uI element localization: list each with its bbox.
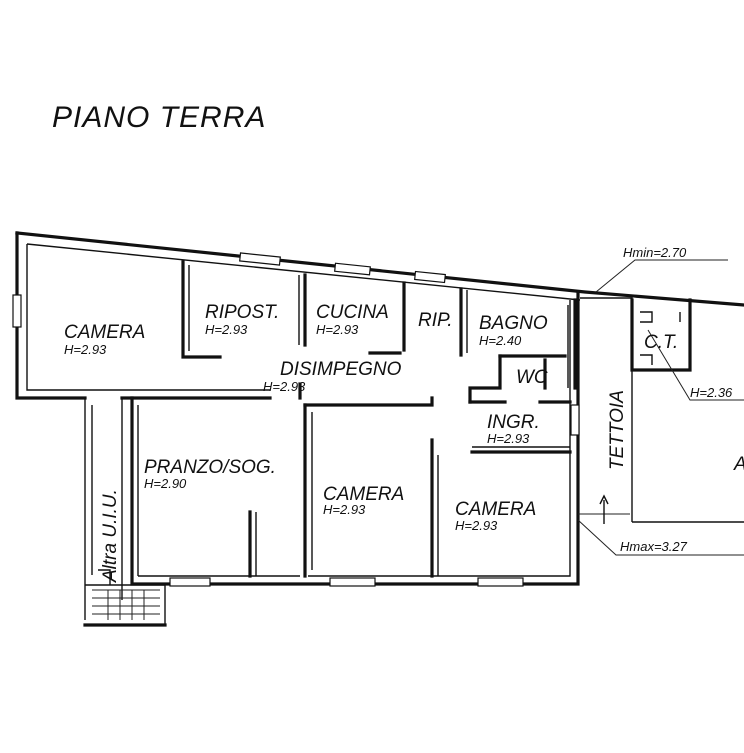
camera-west-name: CAMERA: [64, 322, 145, 343]
ripostiglio-name: RIPOST.: [205, 302, 279, 323]
ingresso-name: INGR.: [487, 412, 540, 433]
ct-height: H=2.36: [690, 385, 733, 400]
bagno-height: H=2.40: [479, 333, 522, 348]
room-labels: CAMERA H=2.93 RIPOST. H=2.93 CUCINA H=2.…: [64, 302, 733, 583]
pranzo-name: PRANZO/SOG.: [144, 457, 276, 478]
ct-name: C.T.: [644, 332, 678, 353]
interior-walls: [181, 260, 577, 578]
height-annotations: Hmin=2.70 Hmax=3.27 A: [620, 245, 744, 554]
camera-east-name: CAMERA: [455, 499, 536, 520]
altra-uiu-area: [83, 398, 167, 627]
altra-uiu-name: Altra U.I.U.: [100, 489, 121, 583]
camera-east-height: H=2.93: [455, 518, 498, 533]
plan-title: PIANO TERRA: [52, 101, 266, 134]
tettoia-name: TETTOIA: [607, 390, 628, 470]
tettoia-area: [577, 259, 744, 556]
disimpegno-name: DISIMPEGNO: [280, 359, 402, 380]
hmin-label: Hmin=2.70: [623, 245, 687, 260]
disimpegno-height: H=2.93: [263, 379, 306, 394]
cucina-name: CUCINA: [316, 302, 389, 323]
windows: [12, 252, 580, 587]
ingresso-height: H=2.93: [487, 431, 530, 446]
wc-name: WC: [516, 367, 548, 388]
bagno-name: BAGNO: [479, 313, 548, 334]
edge-letter: A: [733, 454, 744, 475]
outer-walls: [15, 231, 744, 586]
hmax-label: Hmax=3.27: [620, 539, 688, 554]
ripostiglio-height: H=2.93: [205, 322, 248, 337]
pranzo-height: H=2.90: [144, 476, 187, 491]
camera-west-height: H=2.93: [64, 342, 107, 357]
cucina-height: H=2.93: [316, 322, 359, 337]
camera-middle-name: CAMERA: [323, 484, 404, 505]
camera-middle-height: H=2.93: [323, 502, 366, 517]
rip-name: RIP.: [418, 310, 453, 331]
